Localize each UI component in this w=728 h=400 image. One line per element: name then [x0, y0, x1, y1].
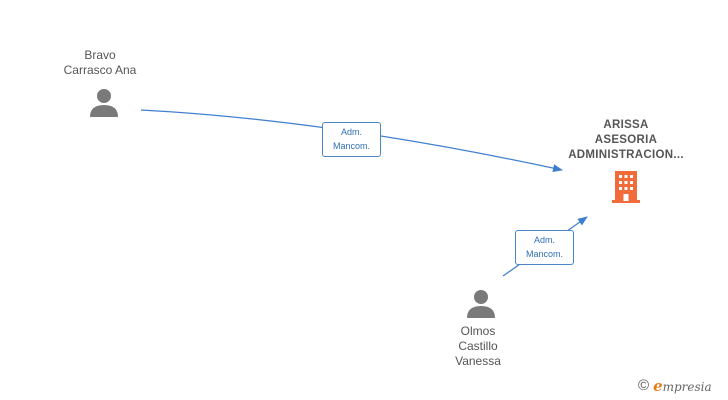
person-icon[interactable] — [466, 289, 496, 319]
edge-label-person2[interactable]: Adm. Mancom. — [515, 230, 574, 265]
brand-logo: empresia — [653, 377, 712, 395]
person1-name-line1: Bravo — [84, 48, 116, 62]
company-name-line1: ARISSA — [603, 119, 649, 131]
edge2-label-line2: Mancom. — [525, 249, 563, 259]
brand-name: mpresia — [662, 380, 712, 394]
person1-name[interactable]: Bravo Carrasco Ana — [50, 48, 150, 78]
empresia-watermark: © empresia — [638, 376, 728, 396]
copyright-symbol: © — [638, 377, 650, 394]
edge2-label-line1: Adm. — [533, 235, 555, 245]
company-name-line2: ASESORIA — [594, 134, 658, 146]
person2-name-line1: Olmos — [460, 324, 496, 338]
edge1-label-line1: Adm. — [340, 127, 362, 137]
person2-name-line3: Vanessa — [455, 354, 501, 368]
company-name[interactable]: ARISSA ASESORIA ADMINISTRACION... — [554, 118, 698, 163]
person2-name-line2: Castillo — [458, 339, 498, 353]
company-name-line3: ADMINISTRACION... — [568, 149, 684, 161]
brand-initial: e — [653, 377, 663, 395]
edge-label-person1[interactable]: Adm. Mancom. — [322, 122, 381, 157]
building-icon[interactable] — [610, 170, 642, 204]
person2-name[interactable]: Olmos Castillo Vanessa — [428, 324, 528, 369]
edge1-label-line2: Mancom. — [332, 141, 370, 151]
person-icon[interactable] — [89, 88, 119, 118]
person1-name-line2: Carrasco Ana — [63, 63, 137, 77]
